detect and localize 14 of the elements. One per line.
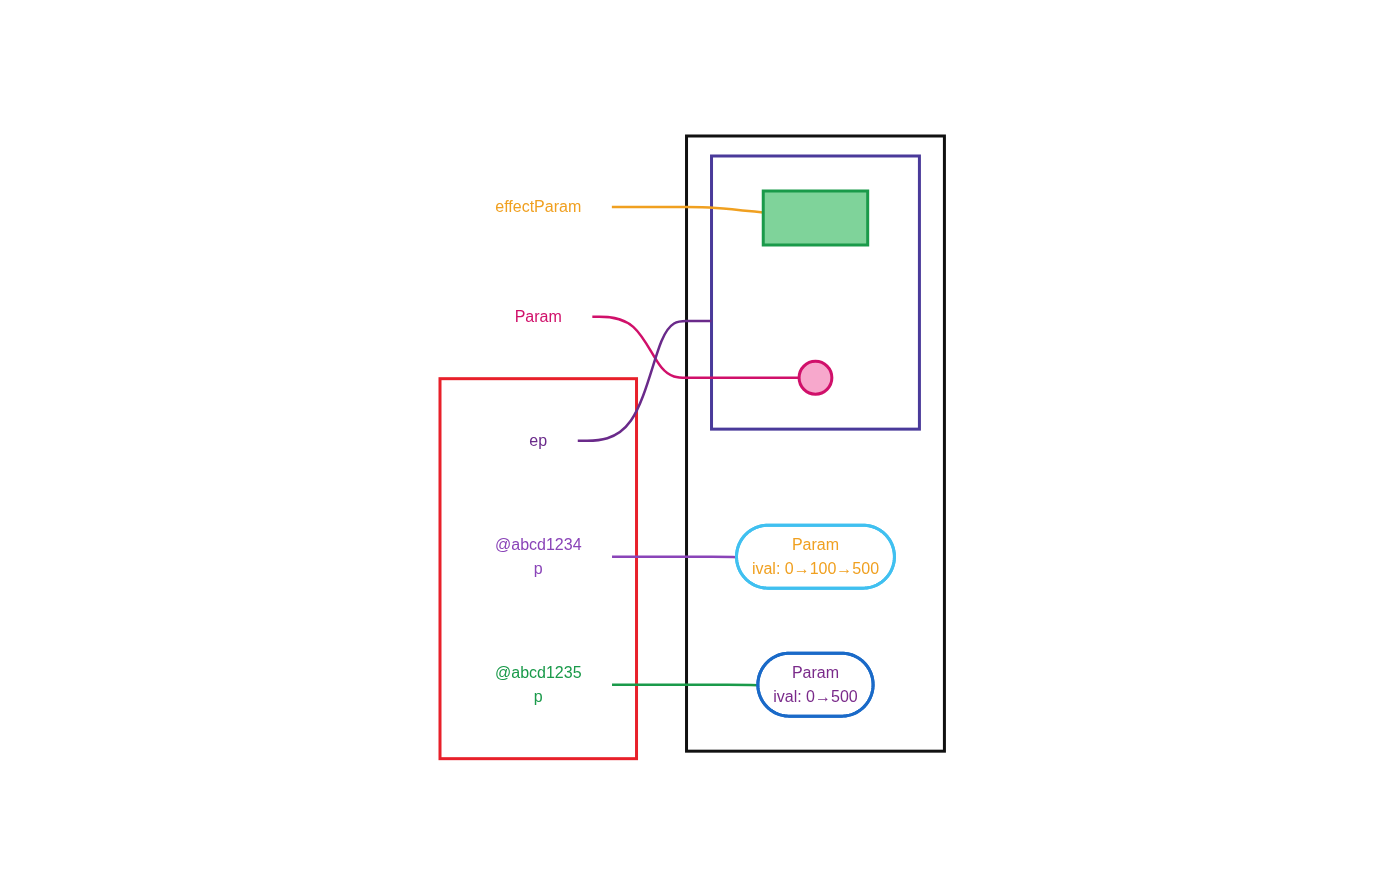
cluster [438, 377, 638, 761]
node-text: @abcd1235 p [494, 663, 582, 705]
cluster [709, 154, 921, 431]
node-text: ep [529, 431, 547, 449]
node-text: @abcd1234 p [494, 535, 582, 577]
cluster [684, 134, 946, 753]
node-text: effectParam [495, 198, 582, 216]
connector [591, 315, 799, 380]
connector [576, 319, 712, 443]
connector [611, 555, 737, 559]
node-circle [797, 360, 834, 396]
node-text: Param [514, 307, 562, 325]
connector [611, 205, 764, 214]
node-box [761, 189, 869, 247]
